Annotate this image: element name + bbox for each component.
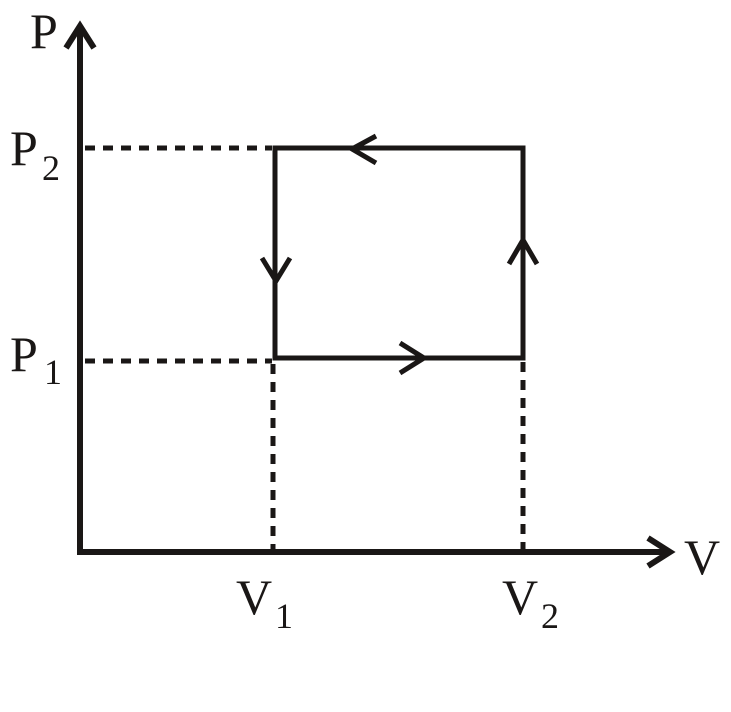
p2-label-base: P [10,120,38,176]
v2-label: V 2 [502,569,559,636]
cycle-path [272,145,526,361]
arrow-up-icon [506,235,540,266]
axes [63,20,676,569]
arrow-right-icon [398,340,429,376]
y-axis-label: P [30,3,58,59]
v1-label: V 1 [236,569,293,636]
v1-label-base: V [236,569,272,625]
p2-label: P 2 [10,120,60,188]
p1-label-base: P [10,326,38,382]
x-axis-label: V [684,529,720,585]
guide-lines [85,145,526,552]
p1-label: P 1 [10,326,62,392]
p1-label-sub: 1 [44,352,62,392]
y-axis-arrow-icon [63,20,97,50]
arrow-down-icon [259,256,293,286]
v2-label-sub: 2 [541,596,559,636]
v1-label-sub: 1 [275,596,293,636]
cycle [259,133,540,376]
x-axis-arrow-icon [646,535,676,569]
p2-label-sub: 2 [42,148,60,188]
v2-label-base: V [502,569,538,625]
arrow-left-icon [346,133,378,166]
